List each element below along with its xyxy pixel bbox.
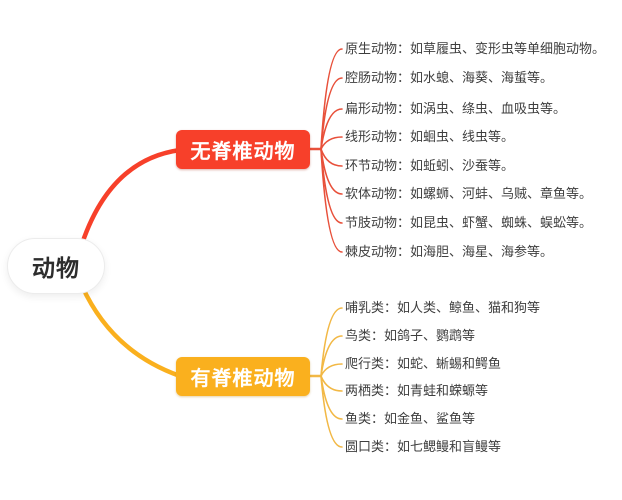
leaf-item[interactable]: 环节动物：如蚯蚓、沙蚕等。 [345,158,515,173]
leaf-line [320,77,343,150]
leaf-item[interactable]: 腔肠动物：如水螅、海葵、海蜇等。 [345,70,554,85]
branch-topic-vertebrates[interactable]: 有脊椎动物 [176,357,310,396]
leaf-line [320,375,343,392]
leaf-line [320,375,343,448]
leaf-item[interactable]: 鱼类：如金鱼、鲨鱼等 [345,411,476,426]
leaf-line [320,136,343,150]
leaf-item[interactable]: 圆口类：如七鳃鳗和盲鳗等 [345,439,502,454]
leaf-item[interactable]: 棘皮动物：如海胆、海星、海参等。 [345,244,554,259]
leaf-item[interactable]: 节肢动物：如昆虫、虾蟹、蜘蛛、蜈蚣等。 [345,215,593,230]
root-topic[interactable]: 动物 [7,238,105,294]
leaf-item[interactable]: 线形动物：如蛔虫、线虫等。 [345,129,515,144]
leaf-line [320,363,343,377]
leaf-line [320,108,343,150]
leaf-item[interactable]: 爬行类：如蛇、蜥蜴和鳄鱼 [345,356,502,371]
branch-topic-invertebrates[interactable]: 无脊椎动物 [176,130,310,169]
leaf-item[interactable]: 两栖类：如青蛙和蝾螈等 [345,383,489,398]
branch-line-vertebrate [79,283,183,379]
leaf-item[interactable]: 软体动物：如螺蛳、河蚌、乌贼、章鱼等。 [345,186,593,201]
leaf-item[interactable]: 鸟类：如鸽子、鹦鹉等 [345,328,476,343]
leaf-line [320,335,343,377]
branch-line-invertebrate [77,147,183,253]
leaf-item[interactable]: 扁形动物：如涡虫、绦虫、血吸虫等。 [345,101,567,116]
leaf-line [320,148,343,253]
leaf-line [320,307,343,377]
leaf-item[interactable]: 原生动物：如草履虫、变形虫等单细胞动物。 [345,41,606,56]
leaf-item[interactable]: 哺乳类：如人类、鲸鱼、猫和狗等 [345,300,541,315]
